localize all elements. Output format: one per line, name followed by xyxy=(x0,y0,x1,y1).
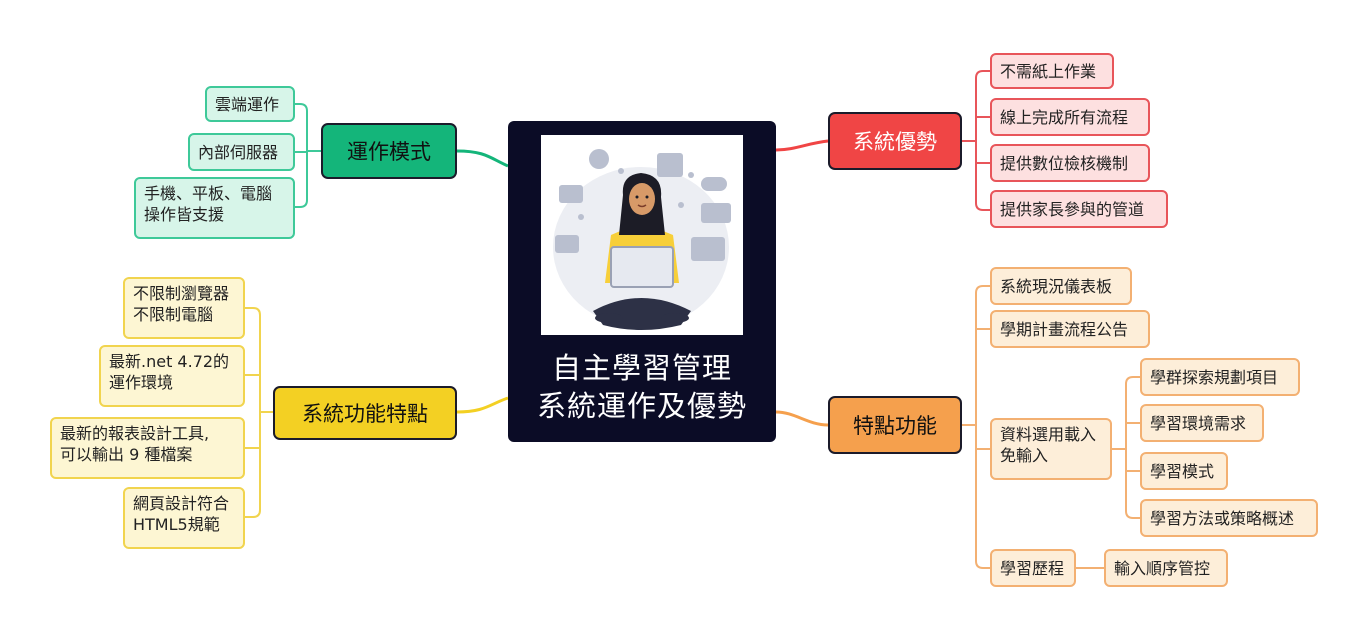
topic-learning-environment-label: 學習環境需求 xyxy=(1150,413,1247,433)
topic-dotnet-line-2: 運作環境 xyxy=(109,373,174,392)
topic-cloud-operation-label: 雲端運作 xyxy=(215,94,280,114)
topic-semester-plan-label: 學期計畫流程公告 xyxy=(1000,319,1129,339)
topic-dotnet-runtime[interactable]: 最新.net 4.72的 運作環境 xyxy=(99,345,245,407)
topic-digital-check-label: 提供數位檢核機制 xyxy=(1000,153,1129,173)
topic-input-order-control[interactable]: 輸入順序管控 xyxy=(1104,549,1228,587)
topic-online-workflow[interactable]: 線上完成所有流程 xyxy=(990,98,1150,136)
topic-data-load[interactable]: 資料選用載入 免輸入 xyxy=(990,418,1112,480)
topic-online-workflow-label: 線上完成所有流程 xyxy=(1000,107,1129,127)
topic-device-support[interactable]: 手機、平板、電腦 操作皆支援 xyxy=(134,177,295,239)
topic-report-line-2: 可以輸出 9 種檔案 xyxy=(60,445,193,464)
topic-group-exploration-label: 學群探索規劃項目 xyxy=(1150,367,1279,387)
central-title-line-1: 自主學習管理 xyxy=(551,351,732,385)
branch-specials-label: 特點功能 xyxy=(853,414,937,438)
topic-learning-history[interactable]: 學習歷程 xyxy=(990,549,1076,587)
branch-operation-label: 運作模式 xyxy=(347,140,431,164)
central-title: 自主學習管理 系統運作及優勢 xyxy=(537,349,747,425)
topic-internal-server[interactable]: 內部伺服器 xyxy=(188,133,295,171)
topic-html5-line-1: 網頁設計符合 xyxy=(133,494,230,513)
topic-browser-line-2: 不限制電腦 xyxy=(133,305,214,324)
topic-data-load-line-2: 免輸入 xyxy=(1000,446,1049,465)
student-laptop-illustration xyxy=(541,135,743,335)
topic-no-paperwork-label: 不需紙上作業 xyxy=(1000,61,1097,81)
topic-no-paperwork[interactable]: 不需紙上作業 xyxy=(990,53,1114,89)
central-title-line-2: 系統運作及優勢 xyxy=(536,389,747,423)
topic-input-order-label: 輸入順序管控 xyxy=(1114,558,1211,578)
topic-device-support-line-1: 手機、平板、電腦 xyxy=(144,184,273,203)
topic-report-designer[interactable]: 最新的報表設計工具, 可以輸出 9 種檔案 xyxy=(50,417,245,479)
topic-internal-server-label: 內部伺服器 xyxy=(198,142,279,162)
topic-group-exploration[interactable]: 學群探索規劃項目 xyxy=(1140,358,1300,396)
topic-learning-history-label: 學習歷程 xyxy=(1000,558,1065,578)
topic-browser-line-1: 不限制瀏覽器 xyxy=(133,284,230,303)
topic-parent-channel-label: 提供家長參與的管道 xyxy=(1000,199,1145,219)
topic-html5-line-2: HTML5規範 xyxy=(133,515,220,534)
topic-parent-channel[interactable]: 提供家長參與的管道 xyxy=(990,190,1168,228)
topic-device-support-line-2: 操作皆支援 xyxy=(144,205,225,224)
branch-advantages-label: 系統優勢 xyxy=(853,130,937,154)
topic-learning-strategy[interactable]: 學習方法或策略概述 xyxy=(1140,499,1318,537)
topic-browser-independent[interactable]: 不限制瀏覽器 不限制電腦 xyxy=(123,277,245,339)
topic-semester-plan[interactable]: 學期計畫流程公告 xyxy=(990,310,1150,348)
branch-special-functions[interactable]: 特點功能 xyxy=(828,396,962,454)
branch-system-features[interactable]: 系統功能特點 xyxy=(273,386,457,440)
branch-system-advantages[interactable]: 系統優勢 xyxy=(828,112,962,170)
central-topic[interactable]: 自主學習管理 系統運作及優勢 xyxy=(508,121,776,442)
topic-learning-mode-label: 學習模式 xyxy=(1150,461,1215,481)
topic-learning-environment[interactable]: 學習環境需求 xyxy=(1140,404,1264,442)
topic-digital-check[interactable]: 提供數位檢核機制 xyxy=(990,144,1150,182)
topic-learning-strategy-label: 學習方法或策略概述 xyxy=(1150,508,1295,528)
topic-dotnet-line-1: 最新.net 4.72的 xyxy=(109,352,230,371)
topic-status-dashboard-label: 系統現況儀表板 xyxy=(1000,276,1113,296)
topic-data-load-line-1: 資料選用載入 xyxy=(1000,425,1097,444)
branch-operation-mode[interactable]: 運作模式 xyxy=(321,123,457,179)
topic-html5-compliant[interactable]: 網頁設計符合 HTML5規範 xyxy=(123,487,245,549)
topic-learning-mode[interactable]: 學習模式 xyxy=(1140,452,1228,490)
topic-report-line-1: 最新的報表設計工具, xyxy=(60,424,210,443)
branch-features-label: 系統功能特點 xyxy=(302,402,428,426)
topic-status-dashboard[interactable]: 系統現況儀表板 xyxy=(990,267,1132,305)
topic-cloud-operation[interactable]: 雲端運作 xyxy=(205,86,295,122)
